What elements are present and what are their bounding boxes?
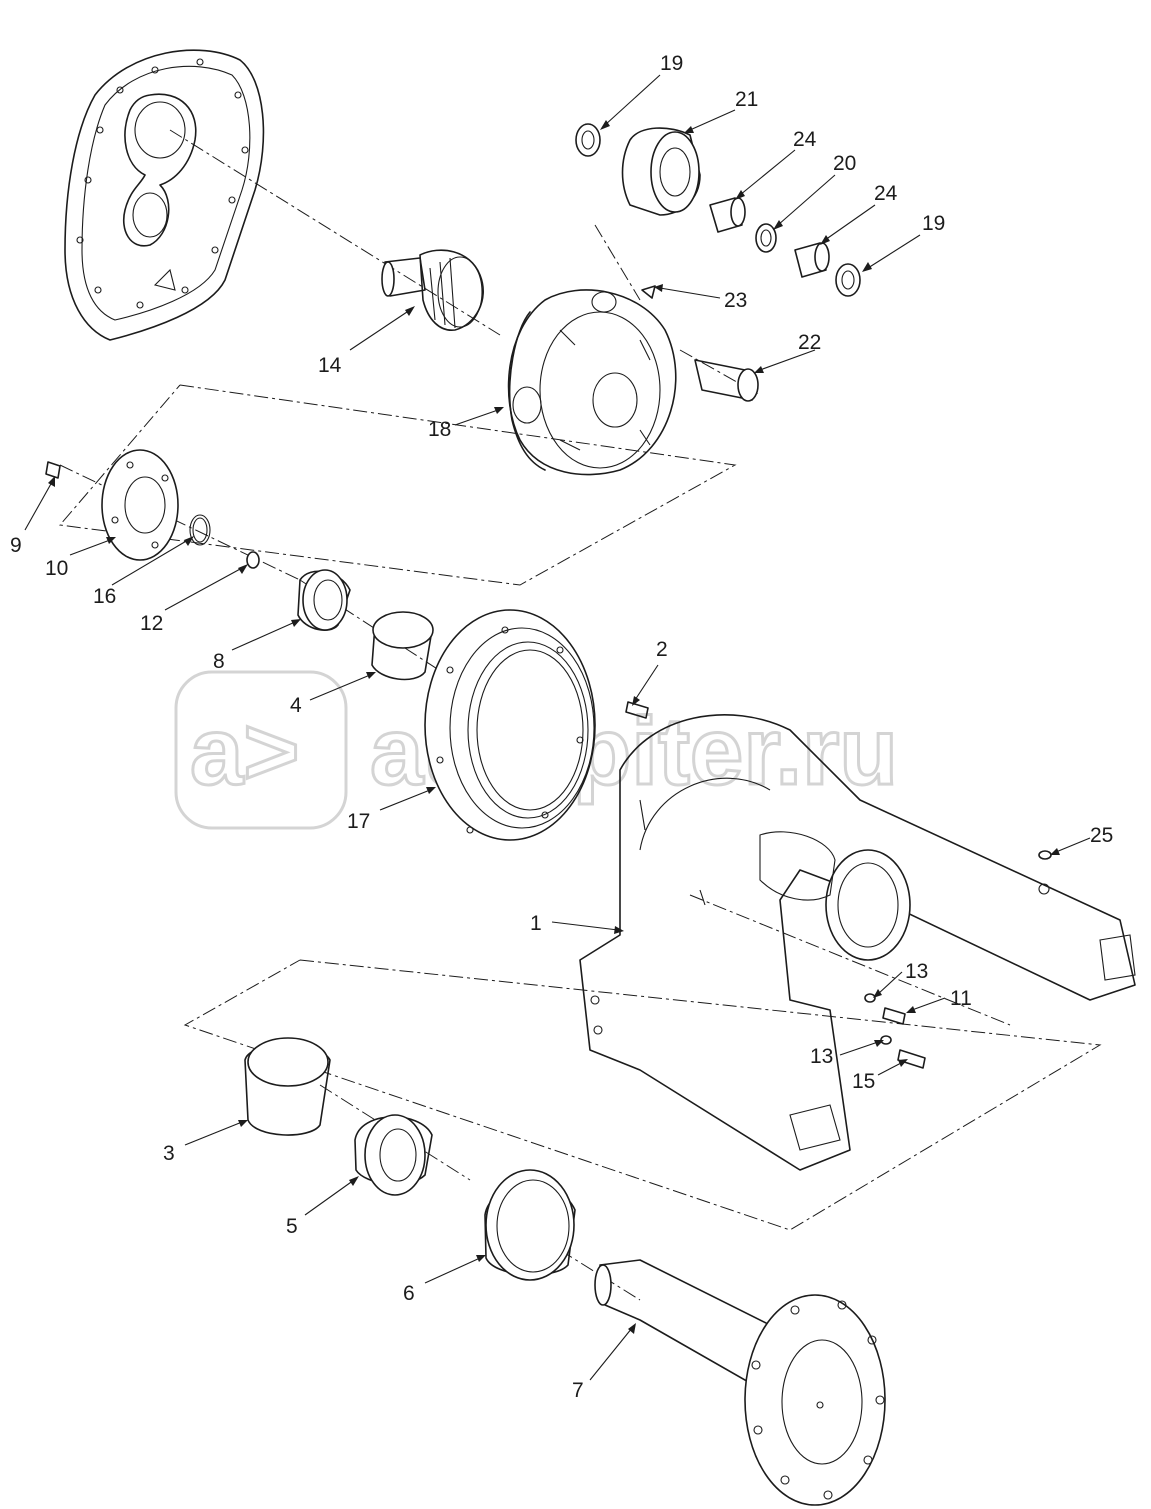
watermark-logo-box [174,670,348,830]
callout-2: 2 [656,638,668,661]
needle-bearing-24a [709,197,743,233]
plug-25 [1038,850,1052,860]
thrust-washer-19b [835,263,861,297]
callout-4: 4 [290,694,302,717]
callout-23: 23 [724,289,747,312]
planet-carrier [507,289,677,476]
thrust-washer-19a [575,123,601,157]
callout-24a: 24 [793,128,817,151]
callout-7: 7 [572,1379,584,1402]
callout-12: 12 [140,612,163,635]
callout-13b: 13 [810,1045,833,1068]
bolt-2 [625,701,649,719]
sun-gear-shaft [381,249,484,331]
assembly-center-lines [59,129,1102,1301]
callout-19a: 19 [660,52,683,75]
planetary-cover-housing [64,49,265,341]
bolt-11 [882,1007,906,1025]
callout-25: 25 [1090,824,1113,847]
snap-ring-16 [189,514,211,546]
upper-bearing [297,569,434,681]
callout-11: 11 [950,987,972,1010]
leader-lines [24,74,1091,1381]
callout-15: 15 [852,1070,875,1093]
callout-21: 21 [735,88,758,111]
washer-12 [246,551,260,569]
callout-16: 16 [93,585,116,608]
callout-13a: 13 [905,960,928,983]
callout-5: 5 [286,1215,298,1238]
bearing-cone-5 [354,1116,433,1185]
retaining-hardware [45,449,260,569]
callout-10: 10 [45,557,68,580]
callout-17: 17 [347,810,370,833]
lower-bearing-set [244,1037,576,1281]
axle-housing [579,714,1136,1171]
callout-labels: 19 21 24 20 24 19 23 22 14 18 9 10 16 12… [10,52,1113,1402]
callout-20: 20 [833,152,856,175]
washer-13a [864,993,876,1003]
axle-shaft [594,1259,886,1506]
planet-gear-set [575,123,861,402]
needle-bearing-24b [794,242,827,278]
ring-gear [424,609,596,841]
bolt-9 [45,461,61,479]
bolt-15 [897,1049,926,1069]
callout-18: 18 [428,418,451,441]
callout-24b: 24 [874,182,898,205]
callout-19b: 19 [922,212,945,235]
watermark-logo-glyph: a> [190,698,299,805]
roll-pin-23 [641,285,656,299]
callout-14: 14 [318,354,342,377]
callout-1: 1 [530,912,542,935]
retaining-plate-10 [101,449,179,561]
callout-8: 8 [213,650,225,673]
callout-3: 3 [163,1142,175,1165]
thrust-washer-20 [755,223,777,253]
callout-22: 22 [798,331,821,354]
callout-6: 6 [403,1282,415,1305]
callout-9: 9 [10,534,22,557]
